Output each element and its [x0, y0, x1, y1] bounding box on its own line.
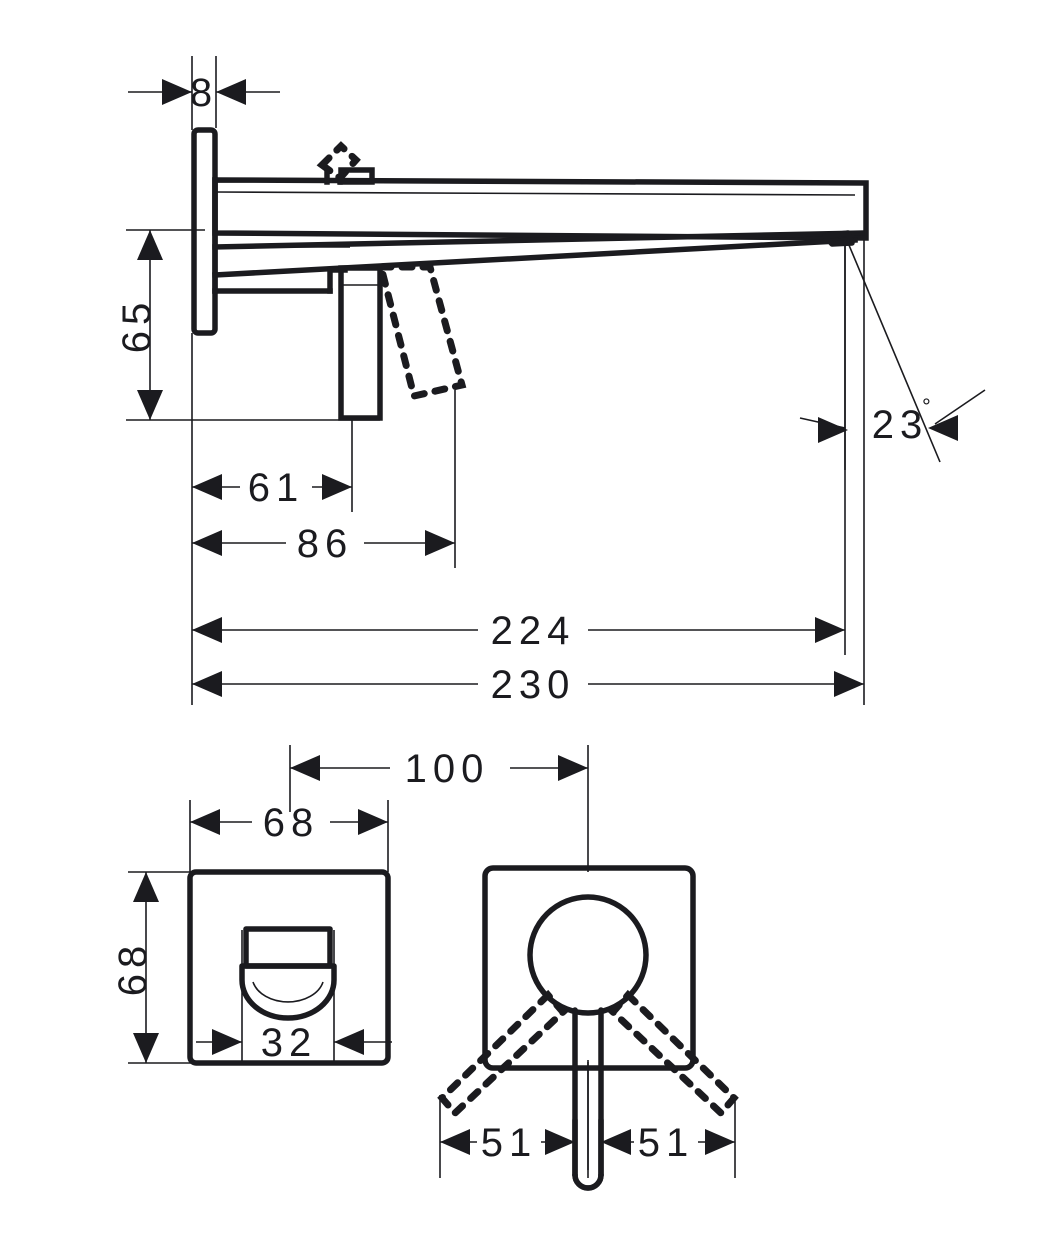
dimension-label-51-right: 51 [638, 1121, 695, 1165]
dimension-label-68-height: 68 [111, 940, 155, 997]
handle-escutcheon-plate [482, 865, 696, 1071]
dimension-label-230: 230 [491, 663, 576, 707]
dimension-spout-height: 65 [115, 230, 163, 420]
dimension-outlet-angle: 23 ° [799, 389, 986, 447]
dimension-label-65: 65 [115, 297, 159, 354]
dimension-spout-projection-total: 230 [192, 663, 864, 707]
dimension-label-degree-symbol: ° [922, 394, 931, 419]
dimension-plate-height: 68 [111, 872, 159, 1063]
dimension-lever-swing-left: 51 [440, 1121, 575, 1165]
lever-swing-left-dashed [437, 989, 568, 1119]
dimension-label-100: 100 [405, 747, 490, 791]
lever-swing-right-dashed [608, 989, 739, 1119]
dimension-lever-swing-right: 51 [601, 1121, 735, 1165]
dimension-plate-width: 68 [190, 801, 388, 845]
dimension-spout-projection-outlet: 224 [192, 609, 845, 653]
view-handle-front: 100 51 [289, 745, 739, 1191]
dimension-plate-centre-spacing: 100 [290, 747, 588, 791]
spout-deck-boss [324, 167, 375, 185]
dimension-label-224: 224 [491, 609, 576, 653]
dimension-outlet-width: 32 [212, 1021, 364, 1065]
dimension-wall-plate-thickness: 8 [162, 71, 246, 115]
handle-stem-side [327, 265, 383, 421]
view-spout-front: 68 68 32 [111, 800, 392, 1066]
spout-outlet-front [239, 926, 337, 1021]
spout-body-outline [212, 177, 869, 294]
extension-lines-handle-front [289, 745, 736, 1178]
lever-down-position-dashed [376, 263, 467, 401]
extension-lines-spout-front [128, 800, 392, 1064]
dimension-handle-center-offset: 61 [192, 466, 352, 510]
dimension-label-8: 8 [190, 71, 218, 115]
dimension-label-86: 86 [297, 522, 354, 566]
dimension-handle-outer-offset: 86 [192, 522, 455, 566]
dimension-label-61: 61 [248, 466, 305, 510]
spout-escutcheon-plate [187, 869, 391, 1066]
dimension-label-51-left: 51 [481, 1121, 538, 1165]
handle-stem-overlay [572, 1117, 604, 1191]
dimension-label-23: 23 [872, 403, 929, 447]
lever-open-position-upper-dashed [316, 141, 361, 183]
wall-escutcheon-side [191, 127, 218, 336]
view-side-elevation: 8 65 [115, 56, 986, 707]
dimension-label-32: 32 [261, 1021, 318, 1065]
extension-lines-side [126, 56, 941, 705]
dimension-label-68-width: 68 [263, 801, 320, 845]
